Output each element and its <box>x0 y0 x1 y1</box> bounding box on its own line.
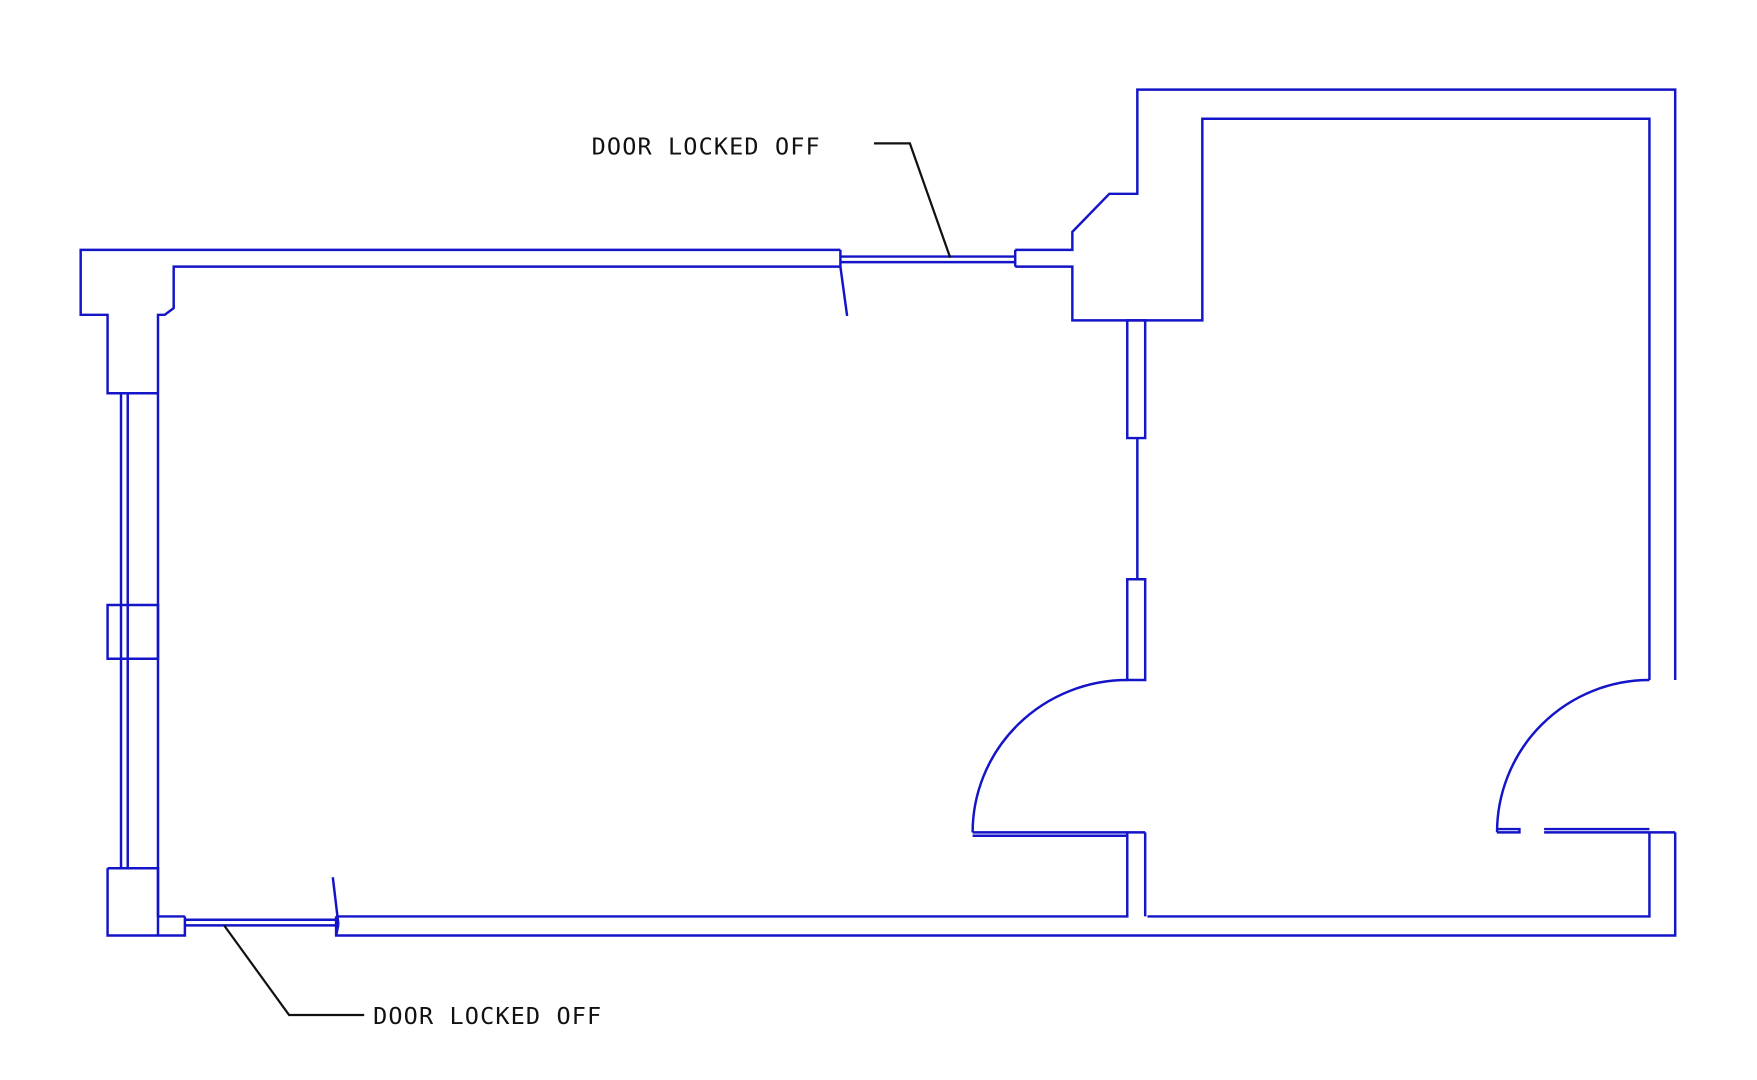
partition-wall <box>1126 319 1676 918</box>
bottom-left-door-leaf <box>184 877 340 936</box>
annotations: DOOR LOCKED OFF DOOR LOCKED OFF <box>223 133 952 1030</box>
bottom-leader-line <box>223 924 365 1017</box>
inner-wall-left-room <box>156 117 1651 918</box>
middle-door-swing <box>971 678 1128 837</box>
right-door-swing <box>1495 678 1650 834</box>
top-leader-line <box>874 142 952 259</box>
top-door-leaf <box>839 249 1017 317</box>
bottom-door-label: DOOR LOCKED OFF <box>373 1002 602 1030</box>
doors <box>184 249 1650 936</box>
top-door-label: DOOR LOCKED OFF <box>592 133 821 161</box>
outer-wall-path <box>79 88 1677 937</box>
outer-walls <box>79 88 1677 937</box>
